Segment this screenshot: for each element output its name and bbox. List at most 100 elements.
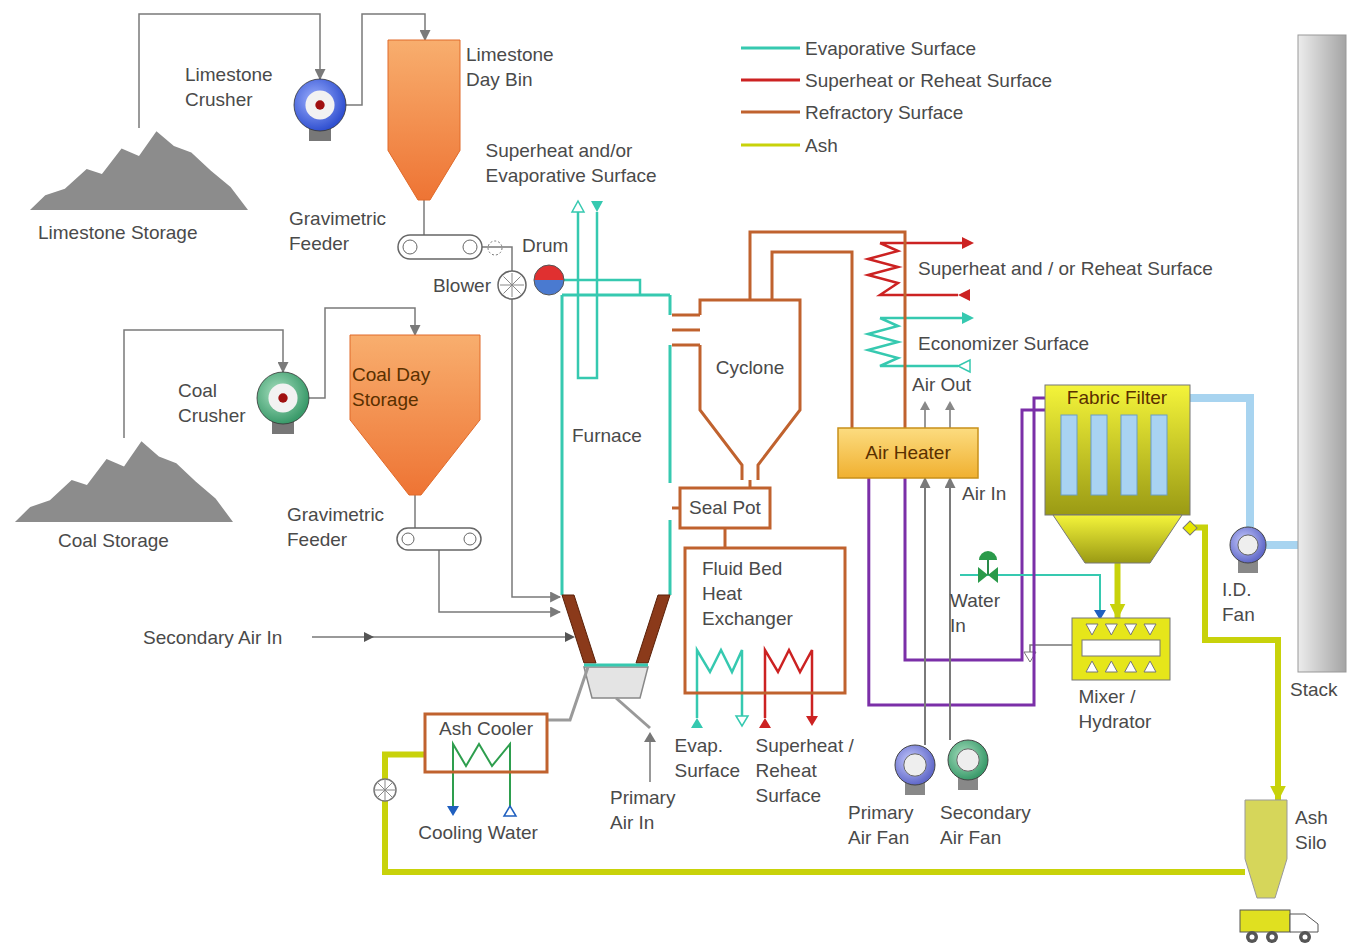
- gravimetric-feeder-outline: [464, 533, 476, 545]
- ash-truck: [1250, 935, 1255, 940]
- mixer-hydrator-outline: [1072, 618, 1170, 680]
- node-label: Mixer / Hydrator: [1079, 684, 1164, 734]
- secondary-air-line: [312, 632, 575, 642]
- fan-symbol-outline: [904, 754, 926, 776]
- legend-swatch: [741, 47, 800, 50]
- ash-cooler-coil: [447, 744, 516, 816]
- rotary-valve: [374, 779, 396, 801]
- legend-swatch: [740, 99, 802, 125]
- storage-pile-outline: [15, 441, 233, 522]
- gravimetric-feeder-outline: [402, 533, 414, 545]
- furnace-vessel-outline: [562, 595, 596, 663]
- callout-label: Superheat and / or Reheat Surface: [918, 256, 1213, 281]
- flow-line: [512, 299, 560, 597]
- node-label: Limestone Day Bin: [466, 42, 571, 92]
- mixer-hydrator-outline: [1072, 618, 1170, 680]
- chimney-stack-outline: [1298, 35, 1346, 672]
- mixer-hydrator-outline: [1082, 640, 1160, 656]
- fabric-filter-outline: [1045, 385, 1190, 515]
- crusher-symbol-outline: [294, 79, 346, 131]
- ash-truck: [1246, 931, 1258, 943]
- node-label: Gravimetric Feeder: [287, 502, 392, 552]
- storage-pile: Coal Storage: [15, 438, 233, 522]
- ash-cooler-box: Ash Cooler: [425, 714, 547, 772]
- furnace-vessel-outline: [560, 295, 672, 667]
- crusher-symbol-outline: [305, 90, 334, 119]
- water-line: [988, 567, 998, 583]
- fan-symbol: Primary Air Fan: [895, 745, 935, 785]
- secondary-air-line: [565, 632, 575, 642]
- ash-truck: [1303, 935, 1308, 940]
- node-label: Fluid Bed Heat Exchanger: [702, 556, 802, 631]
- callout-label: Air In: [962, 481, 1006, 506]
- flow-line: [750, 232, 905, 428]
- ash-truck: [1240, 910, 1290, 932]
- node-label: Blower: [433, 273, 491, 298]
- mixer-hydrator-outline: [1086, 624, 1098, 635]
- hydrated-ash-return: [1024, 645, 1072, 662]
- storage-pile-outline: [30, 128, 248, 210]
- ash-cooler-coil: [447, 806, 459, 816]
- gravimetric-feeder-outline: [398, 235, 482, 259]
- legend-swatch: [740, 132, 802, 158]
- chimney-stack-outline: [1298, 35, 1346, 672]
- day-bin: Limestone Day Bin: [388, 40, 460, 200]
- node-label: I.D. Fan: [1222, 577, 1272, 627]
- callout-label: Economizer Surface: [918, 331, 1089, 356]
- node-label: Ash Cooler: [439, 716, 533, 741]
- primary-air-plenum: [644, 732, 656, 742]
- superheat-coil: [958, 289, 970, 301]
- rotary-valve: [374, 779, 396, 801]
- hydrated-ash-return: [1030, 645, 1072, 652]
- ash-cooler-box-outline: [425, 714, 547, 772]
- fabric-filter: Fabric Filter: [1045, 385, 1190, 563]
- day-bin: Coal Day Storage: [350, 335, 480, 495]
- feeder-rotor: [488, 241, 502, 255]
- air-heater-box-outline: [838, 428, 978, 478]
- callout-label: Primary Air In: [610, 785, 690, 835]
- chimney-stack: Stack: [1298, 35, 1346, 672]
- water-line: [987, 560, 989, 575]
- furnace-vessel-outline: [636, 595, 670, 663]
- fan-symbol-outline: [948, 740, 988, 780]
- flow-line: [414, 495, 416, 528]
- steam-drum: Drum: [534, 265, 564, 295]
- fan-symbol: Secondary Air Fan: [948, 740, 988, 780]
- legend-row: Evaporative Surface: [740, 35, 976, 61]
- legend-swatch: [741, 79, 800, 82]
- mixer-hydrator-outline: [1125, 624, 1137, 635]
- fan-symbol-outline: [1238, 535, 1258, 555]
- flow-line: [672, 328, 700, 331]
- economizer-coil: [958, 360, 970, 372]
- flow-line: [423, 200, 425, 235]
- gravimetric-feeder-outline: [397, 528, 481, 550]
- air-out-arrows: [920, 401, 930, 410]
- mixer-hydrator: Mixer / Hydrator: [1072, 618, 1170, 680]
- crusher-symbol: Coal Crusher: [257, 372, 309, 424]
- flow-line: [1190, 527, 1278, 800]
- rotary-valve: [374, 779, 396, 801]
- seal-pot-outline: [680, 488, 770, 528]
- secondary-air-line: [364, 632, 374, 642]
- cyclone-vessel-outline: [700, 300, 800, 480]
- refractory-duct: [772, 252, 852, 428]
- node-label: Drum: [522, 233, 568, 258]
- fan-symbol-outline: [1230, 527, 1266, 563]
- flow-line: [564, 280, 640, 295]
- flow-line: [124, 330, 283, 438]
- node-label: Primary Air Fan: [848, 800, 932, 850]
- node-label: Coal Crusher: [178, 378, 253, 428]
- mixer-hydrator-outline: [1105, 661, 1117, 672]
- flow-line: [139, 14, 320, 128]
- callout-label: Air Out: [912, 372, 971, 397]
- fabric-filter-outline: [1091, 415, 1107, 495]
- furnace-u-tube: [572, 201, 603, 378]
- fan-symbol-outline: [895, 745, 935, 785]
- day-bin-outline: [388, 40, 460, 200]
- blower-symbol-outline: [498, 271, 526, 299]
- water-line: [979, 551, 997, 560]
- fbhe-coils: [736, 716, 748, 726]
- mixer-hydrator-outline: [1105, 624, 1117, 635]
- fbhe-coils: [691, 718, 703, 728]
